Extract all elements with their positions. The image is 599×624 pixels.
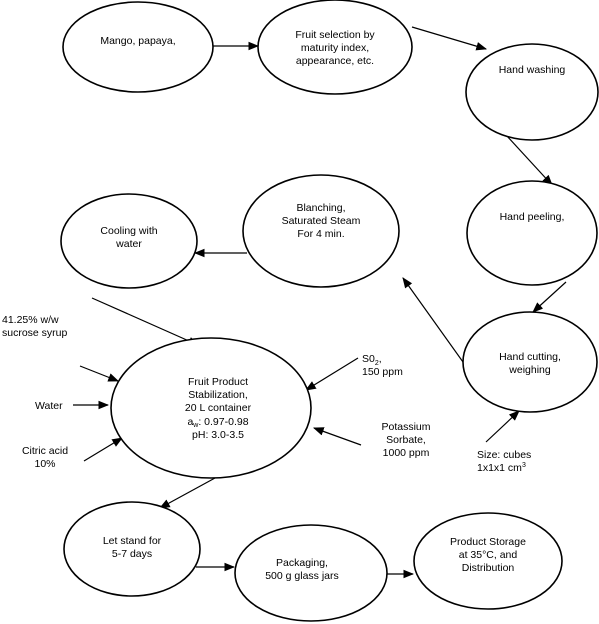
svg-text:41.25% w/w: 41.25% w/w: [2, 314, 59, 326]
svg-text:Cooling with: Cooling with: [100, 225, 157, 237]
arrow-citric-input: [83, 437, 123, 462]
node-stabilization: Fruit Product Stabilization, 20 L contai…: [110, 337, 312, 479]
arrow-cooling-to-stabilization: [91, 297, 199, 346]
svg-text:sucrose syrup: sucrose syrup: [2, 327, 68, 339]
input-sucrose-syrup: 41.25% w/w sucrose syrup: [2, 314, 68, 339]
svg-text:Distribution: Distribution: [462, 562, 515, 574]
svg-text:S02,: S02,: [362, 353, 382, 367]
svg-text:Packaging,: Packaging,: [276, 557, 328, 569]
svg-text:500 g glass jars: 500 g glass jars: [265, 570, 339, 582]
arrow-selection-to-washing: [411, 26, 488, 51]
input-potassium-sorbate: Potassium Sorbate, 1000 ppm: [381, 421, 430, 459]
node-blanching: Blanching, Saturated Steam For 4 min.: [242, 174, 400, 288]
arrow-sorbate-input: [312, 427, 362, 446]
svg-text:1000 ppm: 1000 ppm: [383, 447, 430, 459]
svg-text:Fruit Product: Fruit Product: [188, 376, 248, 388]
arrow-stabilization-to-letstand: [159, 477, 216, 509]
node-product-storage: Product Storage at 35°C, and Distributio…: [413, 512, 563, 610]
svg-text:Product Storage: Product Storage: [450, 536, 526, 548]
arrow-washing-to-peeling: [506, 135, 553, 186]
input-citric-acid: Citric acid 10%: [22, 445, 68, 470]
svg-text:1x1x1 cm3: 1x1x1 cm3: [477, 462, 526, 474]
svg-text:Hand peeling,: Hand peeling,: [500, 211, 565, 223]
input-water: Water: [35, 400, 63, 412]
node-hand-cutting: Hand cutting, weighing: [462, 311, 598, 413]
svg-text:Stabilization,: Stabilization,: [188, 389, 248, 401]
svg-text:aw: 0.97-0.98: aw: 0.97-0.98: [187, 416, 248, 429]
node-mango: Mango, papaya,: [62, 1, 214, 93]
arrow-size-input: [485, 410, 520, 443]
node-hand-washing: Hand washing: [465, 43, 599, 141]
node-cooling: Cooling with water: [60, 193, 198, 289]
svg-text:Potassium: Potassium: [381, 421, 430, 433]
input-so2: S02, 150 ppm: [362, 353, 403, 378]
svg-text:For 4 min.: For 4 min.: [297, 228, 344, 240]
svg-text:Hand cutting,: Hand cutting,: [499, 351, 561, 363]
arrow-so2-input: [305, 357, 359, 391]
arrow-sucrose-input: [79, 365, 120, 382]
svg-text:5-7 days: 5-7 days: [112, 548, 152, 560]
svg-text:Water: Water: [35, 400, 63, 412]
node-let-stand: Let stand for 5-7 days: [63, 501, 201, 597]
svg-text:Citric acid: Citric acid: [22, 445, 68, 457]
arrow-peeling-to-cutting: [532, 281, 567, 313]
svg-text:Saturated Steam: Saturated Steam: [282, 215, 361, 227]
node-packaging: Packaging, 500 g glass jars: [234, 524, 388, 622]
input-size-cubes: Size: cubes 1x1x1 cm3: [477, 449, 531, 474]
svg-text:Mango, papaya,: Mango, papaya,: [100, 35, 175, 47]
svg-text:at 35°C, and: at 35°C, and: [459, 549, 518, 561]
node-fruit-selection: Fruit selection by maturity index, appea…: [257, 0, 413, 95]
svg-text:appearance, etc.: appearance, etc.: [296, 55, 374, 67]
svg-text:150 ppm: 150 ppm: [362, 366, 403, 378]
svg-text:Fruit selection by: Fruit selection by: [295, 29, 375, 41]
svg-text:Sorbate,: Sorbate,: [386, 434, 426, 446]
svg-text:Let stand for: Let stand for: [103, 535, 162, 547]
svg-text:Blanching,: Blanching,: [296, 202, 345, 214]
svg-text:weighing: weighing: [508, 364, 551, 376]
svg-text:Hand washing: Hand washing: [499, 64, 566, 76]
svg-text:maturity index,: maturity index,: [301, 42, 369, 54]
node-hand-peeling: Hand peeling,: [466, 180, 598, 286]
svg-text:pH: 3.0-3.5: pH: 3.0-3.5: [192, 429, 244, 441]
svg-text:20 L container: 20 L container: [185, 402, 252, 414]
svg-text:Size: cubes: Size: cubes: [477, 449, 531, 461]
svg-text:water: water: [115, 238, 142, 250]
svg-text:10%: 10%: [34, 458, 55, 470]
